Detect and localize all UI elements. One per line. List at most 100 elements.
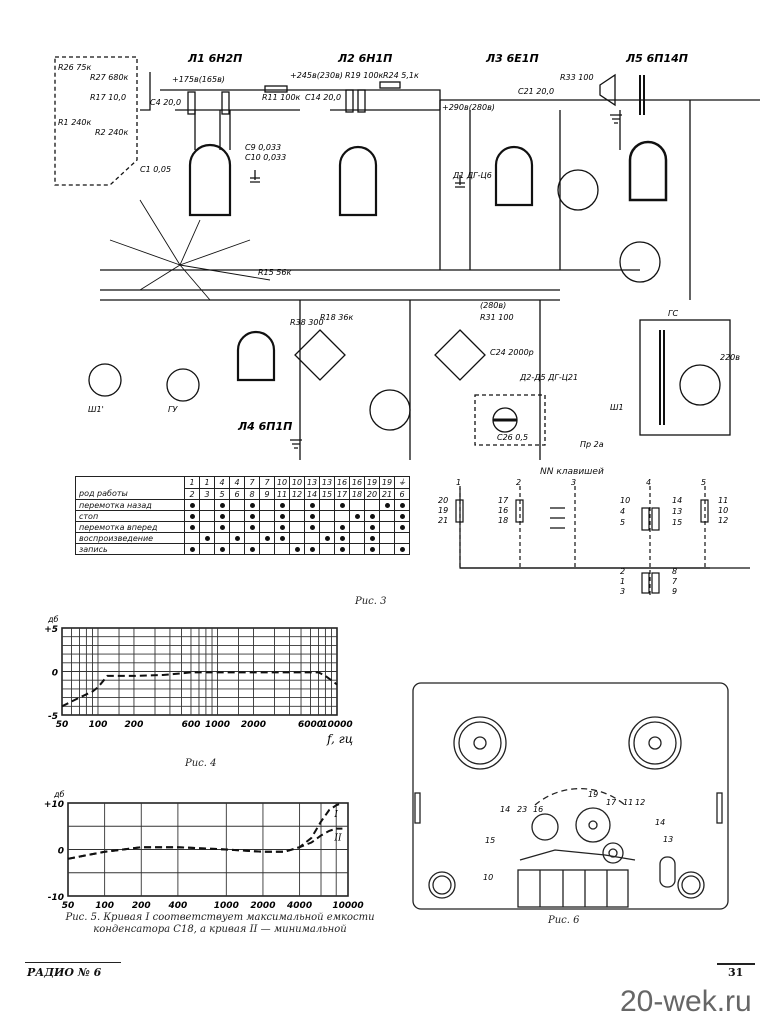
table-cell	[379, 543, 395, 555]
table-cell	[214, 532, 230, 544]
series-line-I	[67, 802, 343, 860]
col-bottom-3: 6	[229, 488, 245, 500]
table-cell	[379, 521, 395, 533]
flywheel	[575, 807, 611, 843]
col-top-8: 13	[304, 476, 320, 489]
table-cell	[334, 510, 350, 522]
table-cell	[364, 543, 380, 555]
footer-rule-left	[25, 962, 121, 963]
dot-mark	[399, 546, 405, 552]
table-cell	[274, 521, 290, 533]
x-tick-label: 1000	[205, 720, 230, 730]
svg-text:16: 16	[498, 506, 508, 515]
callout-13: 13	[663, 835, 673, 844]
transformer-tr1-frame	[639, 319, 731, 436]
figure6-caption: Рис. 6	[548, 915, 580, 926]
reel-left	[453, 716, 507, 770]
y-tick-label: +5	[44, 625, 58, 635]
table-cell	[274, 532, 290, 544]
label-c10: C10 0,033	[245, 153, 286, 162]
deck-panel	[412, 682, 729, 910]
keyboard-diagram: 1 2 3 4 5 20 19 21 17 16 18 10 4 5 14 13…	[438, 478, 750, 596]
callout-11: 11	[623, 798, 633, 807]
svg-text:8: 8	[672, 567, 677, 576]
row-name: стоп	[75, 510, 185, 522]
socket-sh1-prime	[369, 389, 411, 431]
label-b-plus-l2: +245в(230в)	[290, 71, 343, 80]
col-top-1: 1	[199, 476, 215, 489]
y-tick-label: -5	[48, 712, 58, 722]
table-cell	[379, 510, 395, 522]
svg-text:10: 10	[620, 496, 630, 505]
callout-14a: 14	[500, 805, 510, 814]
table-cell	[199, 521, 215, 533]
table-cell	[364, 510, 380, 522]
table-cell	[184, 510, 200, 522]
x-tick-label: 4000	[286, 901, 312, 911]
y-tick-label: -10	[48, 893, 64, 903]
label-sh1: 220в	[720, 353, 740, 362]
label-rectifier: R18 36к	[320, 313, 353, 322]
dot-mark	[399, 502, 405, 508]
table-cell	[244, 499, 260, 511]
y-tick-label: 0	[52, 669, 58, 679]
svg-text:21: 21	[438, 516, 448, 525]
table-cell	[364, 521, 380, 533]
dot-mark	[234, 535, 240, 541]
dot-mark	[219, 546, 225, 552]
tube-l2	[338, 145, 378, 217]
col-bottom-9: 15	[319, 488, 335, 500]
label-r1: R1 240к	[58, 118, 91, 127]
x-tick-label: 100	[95, 901, 114, 911]
table-cell	[364, 532, 380, 544]
table-cell	[349, 521, 365, 533]
diode-bridge-d2-d5	[434, 329, 486, 381]
x-tick-label: 10000	[321, 720, 352, 730]
table-cell	[259, 510, 275, 522]
label-b-plus-l3: +290в(280в)	[442, 103, 495, 112]
table-cell	[274, 543, 290, 555]
table-cell	[229, 521, 245, 533]
table-row: перемотка вперед	[75, 521, 410, 533]
col-bottom-12: 20	[364, 488, 380, 500]
header-label: род работы	[79, 489, 128, 498]
table-cell	[394, 510, 410, 522]
dot-mark	[339, 546, 345, 552]
series-line-II	[67, 827, 343, 860]
x-tick-label: 400	[167, 901, 187, 911]
motor-d8-box	[474, 394, 546, 446]
svg-text:3: 3	[620, 587, 625, 596]
dot-mark	[249, 502, 255, 508]
label-c4: C4 20,0	[150, 98, 181, 107]
watermark: 20-wek.ru	[620, 985, 752, 1018]
table-cell	[214, 521, 230, 533]
table-cell	[349, 499, 365, 511]
col-top-2: 4	[214, 476, 230, 489]
x-tick-label: 6000	[298, 720, 323, 730]
svg-text:20: 20	[438, 496, 448, 505]
label-c9: C9 0,033	[245, 143, 281, 152]
dot-mark	[369, 513, 375, 519]
table-cell	[199, 543, 215, 555]
table-cell	[184, 532, 200, 544]
table-cell	[259, 532, 275, 544]
key-4: 4	[646, 478, 651, 487]
table-cell	[229, 532, 245, 544]
col-top-13: 19	[379, 476, 395, 489]
dot-mark	[189, 524, 195, 530]
table-cell	[229, 499, 245, 511]
label-c14: C14 20,0	[305, 93, 341, 102]
tube-l5	[628, 140, 668, 202]
dot-mark	[339, 502, 345, 508]
table-cell	[304, 543, 320, 555]
table-cell	[289, 499, 305, 511]
figure5-caption: Рис. 5. Кривая I соответствует максималь…	[65, 912, 375, 935]
svg-text:17: 17	[498, 496, 509, 505]
label-diodes: C24 2000р	[490, 348, 534, 357]
callout-15: 15	[485, 836, 495, 845]
dot-mark	[189, 546, 195, 552]
tube-label-l3: Л3 6Е1П	[485, 52, 539, 65]
table-cell	[394, 499, 410, 511]
